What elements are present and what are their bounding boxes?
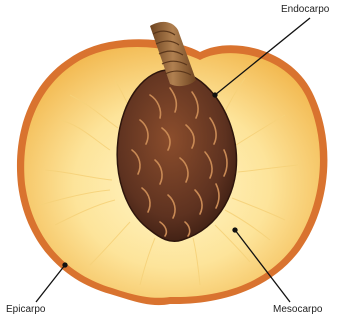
label-epicarpo: Epicarpo [6, 304, 45, 316]
label-endocarpo: Endocarpo [281, 4, 329, 16]
label-mesocarpo: Mesocarpo [273, 304, 322, 316]
leader-epicarpo [36, 265, 65, 302]
